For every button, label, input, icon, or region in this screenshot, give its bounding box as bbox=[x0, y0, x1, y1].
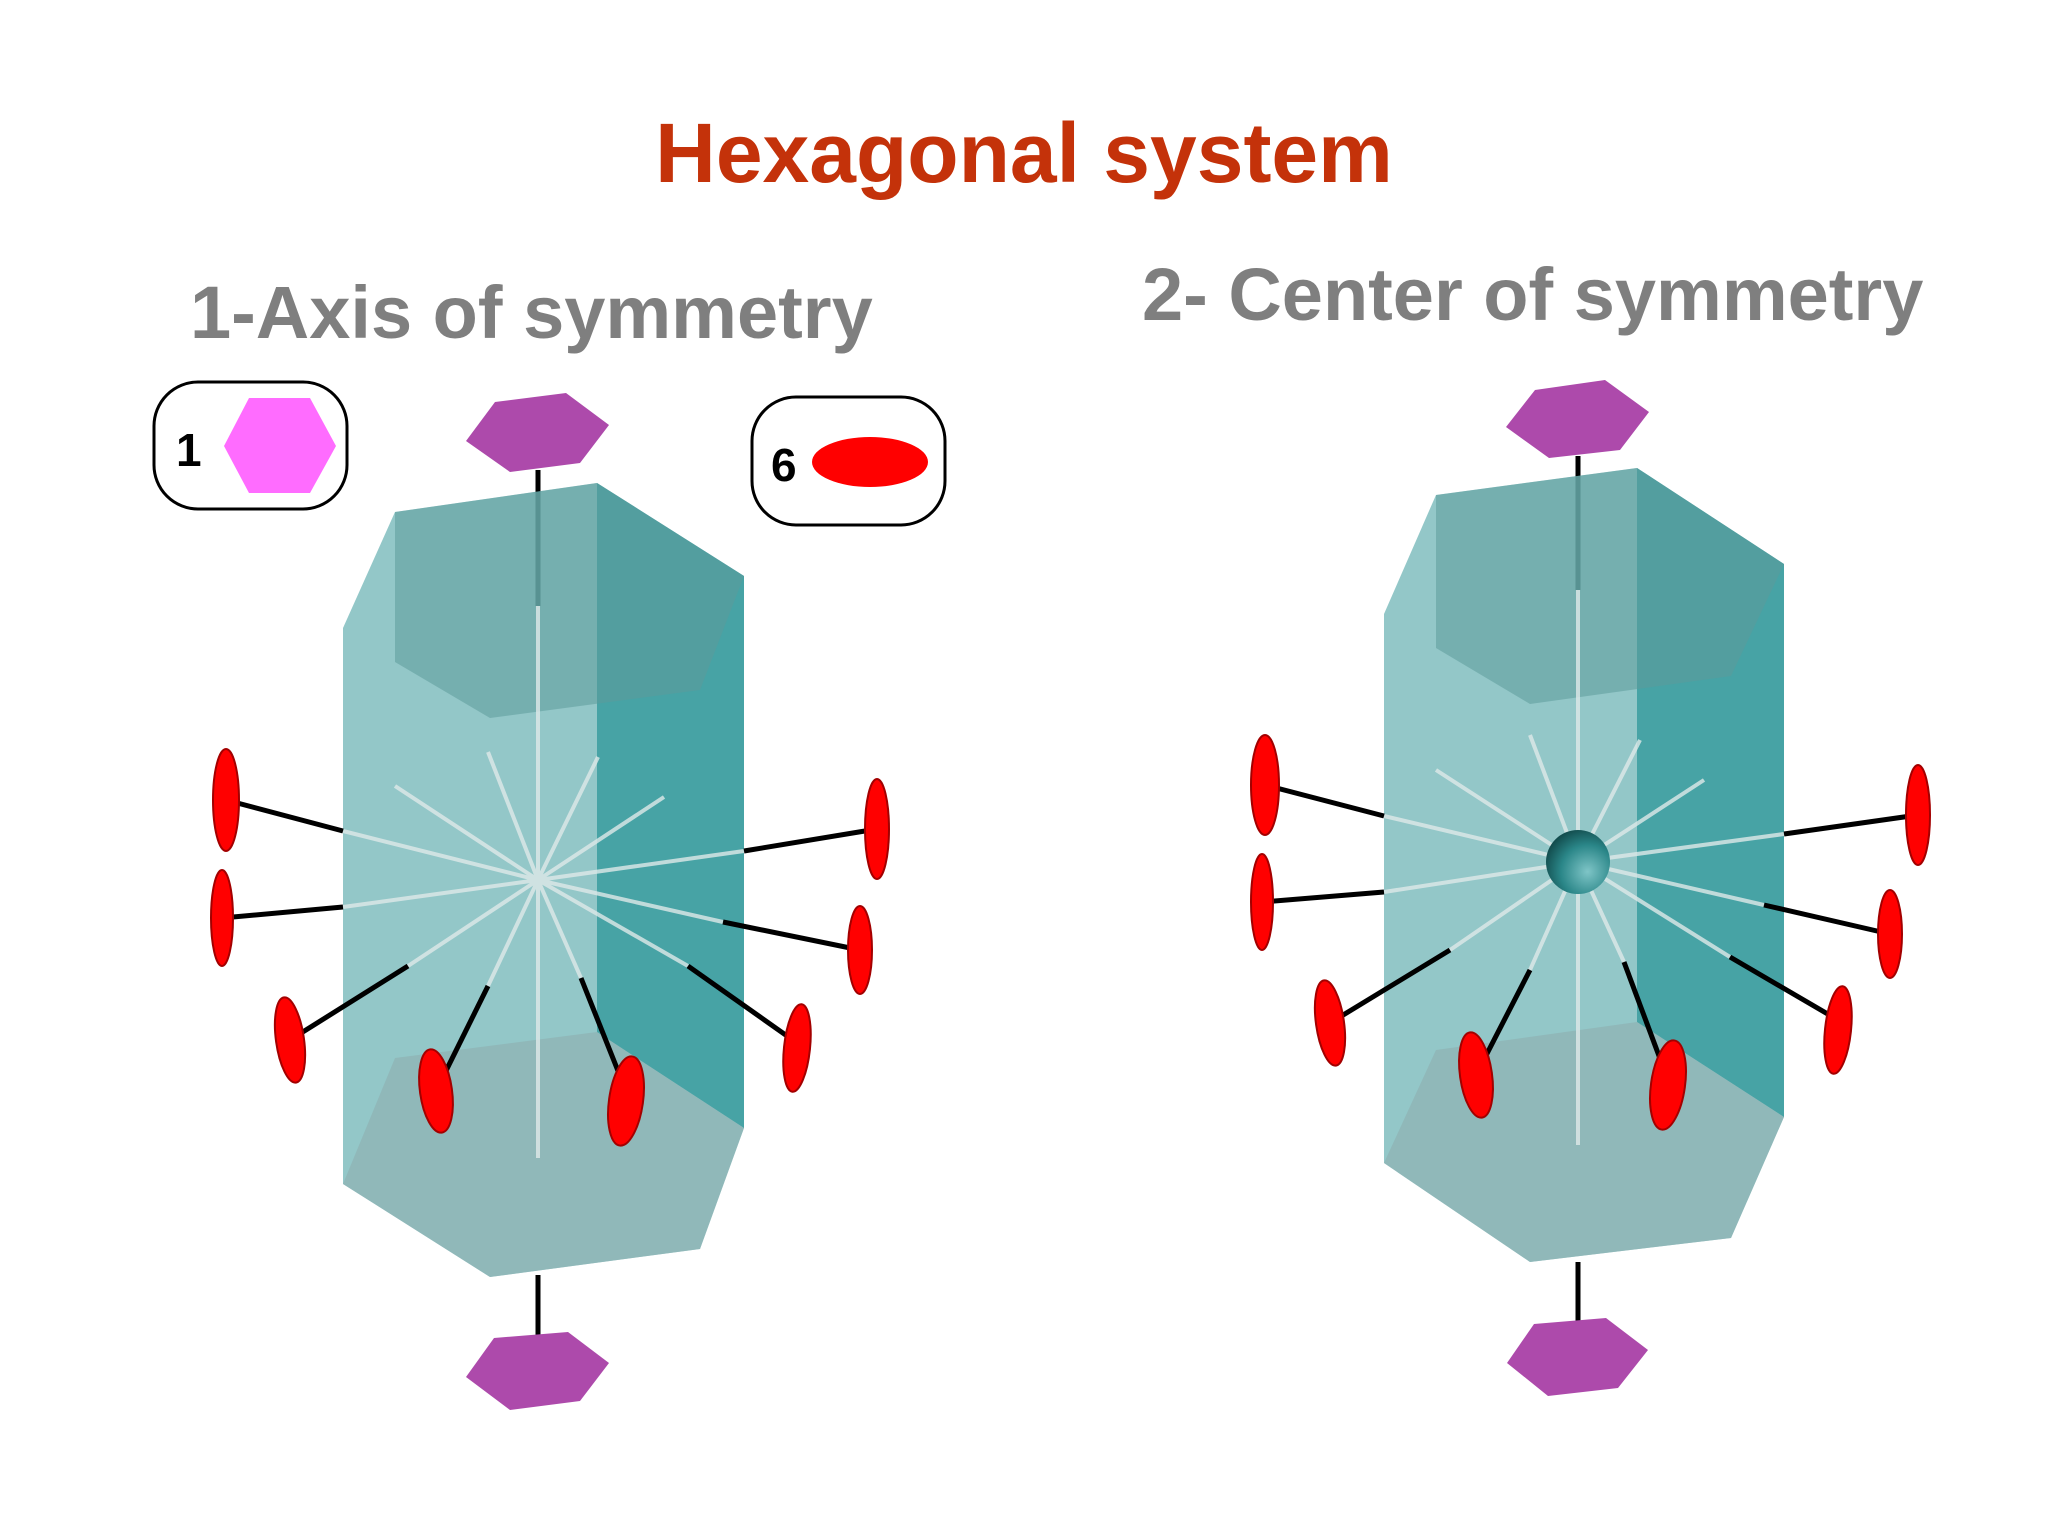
twofold-axis-marker bbox=[273, 996, 307, 1084]
legend-hexagon-count: 1 bbox=[176, 424, 202, 476]
twofold-axis-marker bbox=[1649, 1039, 1687, 1131]
legend-hexagon-icon bbox=[224, 398, 336, 493]
legend-hexagon-box: 1 bbox=[152, 380, 349, 511]
page-title: Hexagonal system bbox=[655, 106, 1393, 200]
prism-top-inner bbox=[395, 483, 744, 718]
twofold-axis-marker bbox=[1313, 979, 1347, 1067]
twofold-axis-marker bbox=[1458, 1031, 1494, 1119]
twofold-axis-marker bbox=[1250, 853, 1274, 951]
bottom-hexagon-marker bbox=[1507, 1318, 1648, 1396]
twofold-axis-marker bbox=[847, 905, 873, 995]
twofold-axis-marker bbox=[1250, 734, 1280, 836]
top-hexagon-marker bbox=[466, 393, 609, 472]
subtitle-axis-of-symmetry: 1-Axis of symmetry bbox=[190, 271, 873, 354]
legend-ellipse-count: 6 bbox=[771, 439, 797, 491]
twofold-axis-marker bbox=[418, 1048, 454, 1134]
bottom-hexagon-marker bbox=[466, 1332, 609, 1410]
prism-top-inner bbox=[1436, 468, 1784, 704]
twofold-axis-marker bbox=[1823, 985, 1853, 1075]
legend-ellipse-icon bbox=[812, 437, 928, 487]
top-hexagon-marker bbox=[1506, 380, 1649, 458]
twofold-axis-marker bbox=[1877, 889, 1903, 979]
twofold-axis-marker bbox=[210, 869, 234, 967]
subtitle-center-of-symmetry: 2- Center of symmetry bbox=[1142, 253, 1924, 336]
twofold-axis-marker bbox=[1905, 764, 1931, 866]
twofold-axis-marker bbox=[607, 1055, 645, 1147]
crystal-left bbox=[210, 393, 890, 1410]
twofold-axis-marker bbox=[212, 748, 240, 852]
legend-ellipse-box: 6 bbox=[750, 395, 947, 527]
twofold-axis-marker bbox=[864, 778, 890, 880]
center-of-symmetry-sphere bbox=[1546, 830, 1610, 894]
twofold-axis-marker bbox=[782, 1003, 812, 1093]
crystal-right bbox=[1250, 380, 1931, 1396]
